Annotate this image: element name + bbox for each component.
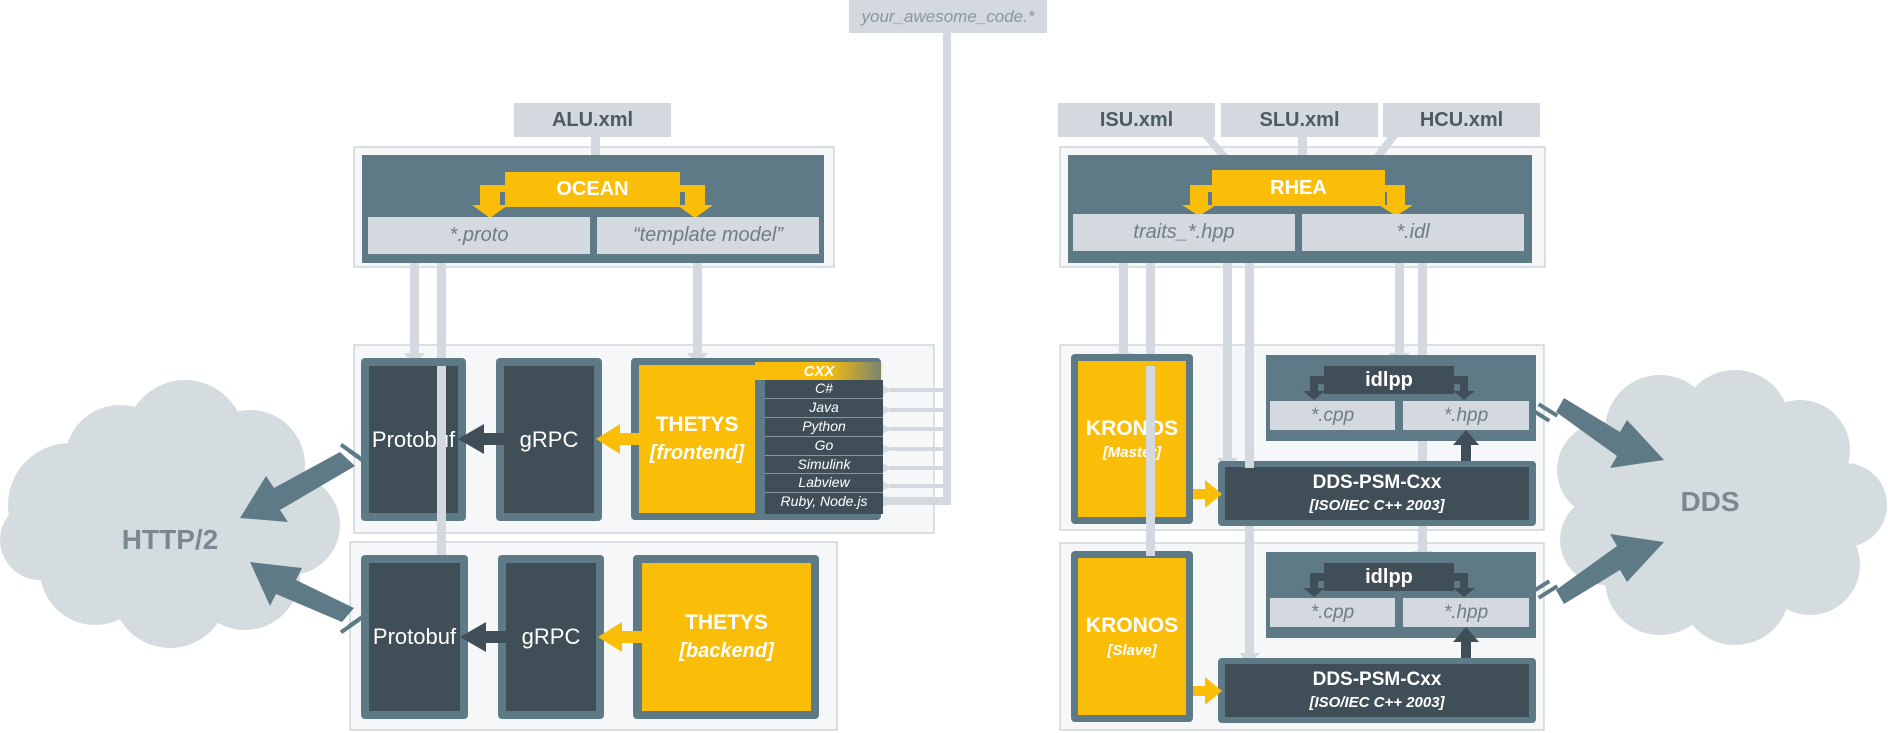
dds-psm-bottom-title: DDS-PSM-Cxx [1312,669,1442,691]
traits-hpp-output: traits_*.hpp [1073,214,1295,251]
awesome-code-file: your_awesome_code.* [849,0,1047,33]
http2-cloud-label: HTTP/2 [121,524,219,555]
dds-cloud-label: DDS [1680,486,1740,517]
language-item: Ruby, Node.js [780,493,868,510]
idl-output: *.idl [1302,214,1524,251]
isu-xml-file: ISU.xml [1058,103,1215,137]
kronos-master-box: KRONOS [Master] [1078,361,1186,517]
grpc-backend-box: gRPC [506,563,596,711]
idlpp-top-label: idlpp [1324,366,1454,394]
cxx-label: CXX [803,362,835,380]
hpp-bottom-output: *.hpp [1403,598,1529,627]
language-list: C# Java Python Go Simulink Labview Ruby,… [765,380,883,514]
dds-psm-top-title: DDS-PSM-Cxx [1312,472,1442,494]
kronos-master-subtitle: [Master] [1102,444,1162,462]
kronos-slave-subtitle: [Slave] [1107,641,1157,659]
template-model-output: “template model” [597,217,819,254]
ocean-label: OCEAN [505,172,680,207]
thetys-frontend-subtitle: [frontend] [649,441,745,464]
dds-psm-top-subtitle: [ISO/IEC C++ 2003] [1309,497,1445,515]
language-item: Python [765,418,883,437]
proto-output: *.proto [368,217,590,254]
language-item: C# [765,380,883,399]
thetys-frontend-box: THETYS [frontend] [639,365,755,513]
thetys-backend-title: THETYS [685,611,768,635]
dds-psm-top-box: DDS-PSM-Cxx [ISO/IEC C++ 2003] [1225,467,1529,520]
kronos-slave-title: KRONOS [1085,614,1179,638]
alu-xml-file: ALU.xml [514,103,671,137]
language-item: Go [765,437,883,456]
hcu-xml-file: HCU.xml [1383,103,1540,137]
grpc-frontend-box: gRPC [504,366,594,513]
language-item: Labview [765,474,883,494]
slu-xml-file: SLU.xml [1221,103,1378,137]
dds-arrows [1529,398,1664,604]
idlpp-bottom-label: idlpp [1324,563,1454,591]
http-arrows [240,443,369,634]
dds-psm-bottom-box: DDS-PSM-Cxx [ISO/IEC C++ 2003] [1225,664,1529,717]
language-item: Java [765,399,883,418]
kronos-slave-box: KRONOS [Slave] [1078,558,1186,715]
thetys-backend-subtitle: [backend] [679,639,774,662]
hpp-top-output: *.hpp [1403,401,1529,430]
thetys-backend-box: THETYS [backend] [642,563,811,711]
dds-psm-bottom-subtitle: [ISO/IEC C++ 2003] [1309,694,1445,712]
rhea-label: RHEA [1212,170,1385,206]
http-cloud-shape [0,380,340,648]
kronos-master-title: KRONOS [1085,416,1179,440]
cpp-bottom-output: *.cpp [1270,598,1395,627]
cxx-banner: CXX [755,362,883,380]
protobuf-frontend-box: Protobuf [369,366,458,513]
thetys-frontend-title: THETYS [655,413,739,437]
language-item: Simulink [765,456,883,475]
protobuf-backend-box: Protobuf [369,563,460,711]
cpp-top-output: *.cpp [1270,401,1395,430]
